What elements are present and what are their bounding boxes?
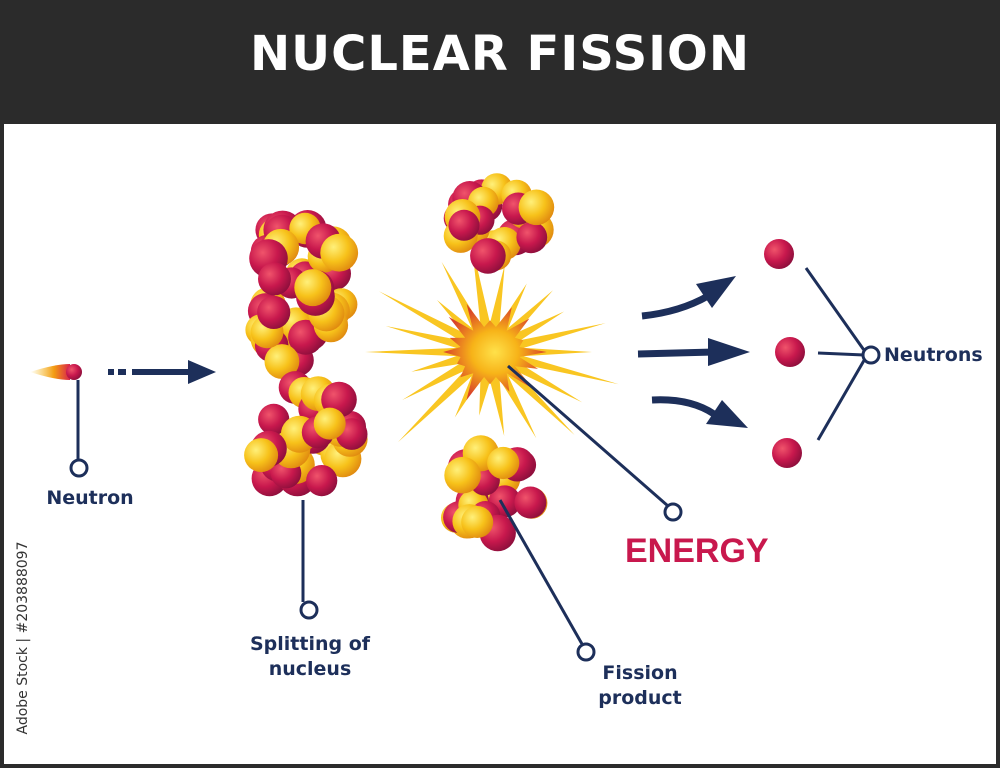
nucleon <box>448 209 480 241</box>
neutrons-marker <box>861 345 881 365</box>
released-neutron-1 <box>764 239 794 269</box>
energy-leader-line <box>507 364 669 508</box>
energy-label: ENERGY <box>625 532 769 570</box>
nucleon <box>470 238 506 274</box>
fission-product-top <box>443 173 555 274</box>
nucleon <box>258 403 290 435</box>
incoming-arrow <box>108 360 216 384</box>
fission-product-label: Fission product <box>580 661 700 711</box>
nucleon <box>516 221 548 253</box>
energy-marker <box>663 502 683 522</box>
splitting-nucleus <box>244 210 368 497</box>
nucleon <box>518 189 555 226</box>
fission-product-bottom <box>441 435 548 552</box>
nucleon <box>313 407 346 440</box>
fission-product-label-line-1: Fission <box>602 662 678 684</box>
nucleon <box>487 446 520 480</box>
incoming-neutron <box>30 364 82 380</box>
fission-product-marker <box>576 642 596 662</box>
released-neutrons <box>764 239 805 468</box>
nucleon <box>444 456 481 494</box>
released-neutron-3 <box>772 438 802 468</box>
splitting-marker <box>299 600 319 620</box>
nucleon <box>264 344 300 379</box>
nucleon <box>294 269 332 307</box>
fission-product-leader-line <box>498 499 584 645</box>
nucleon <box>257 295 291 329</box>
nucleon <box>244 438 279 473</box>
fission-product-label-line-2: product <box>598 687 682 709</box>
watermark-text: Adobe Stock | #203888097 <box>15 541 31 735</box>
splitting-label-line-2: nucleus <box>268 658 352 680</box>
nucleon <box>461 506 494 538</box>
splitting-label: Splitting of nucleus <box>240 632 380 682</box>
watermark-id: Adobe Stock | #203888097 <box>8 530 31 760</box>
neutrons-label: Neutrons <box>884 344 983 366</box>
splitting-label-line-1: Splitting of <box>249 633 371 655</box>
energy-burst <box>365 244 619 443</box>
nucleon <box>514 486 547 519</box>
nucleon <box>258 262 291 296</box>
neutron-label: Neutron <box>46 487 134 509</box>
neutron-marker <box>69 458 89 478</box>
released-neutron-2 <box>775 337 805 367</box>
page-title: NUCLEAR FISSION <box>249 26 751 82</box>
neutrons-leader-lines <box>804 267 868 441</box>
nucleon <box>306 465 338 497</box>
nucleon <box>320 233 359 272</box>
outgoing-arrows <box>637 276 750 428</box>
